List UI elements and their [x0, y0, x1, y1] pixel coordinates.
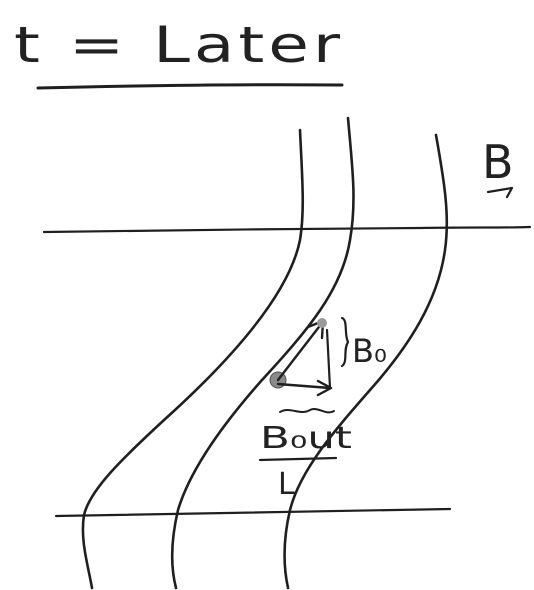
field-label: B — [482, 135, 514, 199]
lower-flow-boundary-line — [54, 507, 452, 518]
field-line-left — [81, 128, 305, 590]
vector-underline-icon — [486, 186, 514, 199]
horizontal-component-label: B₀ut — [260, 421, 352, 456]
tilde-brace-icon — [279, 408, 335, 414]
brace-icon — [340, 316, 350, 368]
title: t = Later — [14, 16, 344, 90]
diagonal-vector-icon — [276, 321, 324, 382]
horizontal-component: B₀ut L — [258, 408, 352, 502]
field-line-right — [283, 133, 449, 590]
fraction-bar — [258, 456, 338, 462]
title-underline — [36, 83, 344, 90]
field-label-text: B — [482, 135, 514, 189]
field-line-middle — [170, 116, 355, 590]
horizontal-component-denominator: L — [278, 467, 295, 502]
tip-dot — [317, 318, 327, 328]
horizontal-vector-icon — [276, 382, 332, 390]
upper-flow-boundary-line — [42, 225, 532, 234]
vertical-component-label: B₀ — [352, 332, 387, 370]
vertical-side-line — [325, 328, 332, 390]
displacement-triangle — [269, 318, 333, 397]
title-text: t = Later — [14, 16, 344, 74]
vertical-component: B₀ — [340, 316, 387, 370]
